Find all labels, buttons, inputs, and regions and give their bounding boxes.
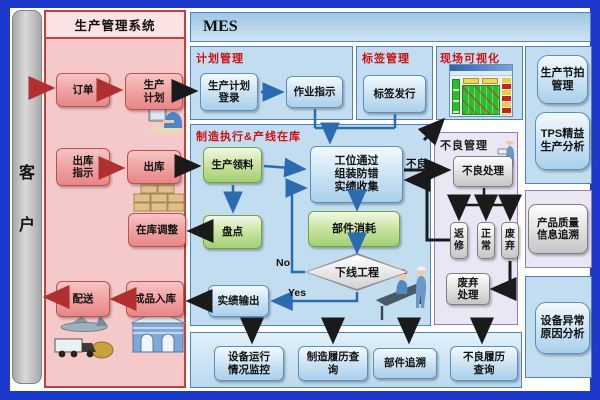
rework-box: 返 修 (450, 222, 468, 259)
finished-goods-box: 成品入库 (126, 281, 184, 317)
andon-titlebar (450, 65, 512, 71)
yes-label: Yes (288, 287, 307, 299)
order-box: 订单 (56, 73, 110, 107)
production-plan-box: 生产 计划 (125, 73, 183, 110)
scrap-box: 废 弃 (501, 222, 519, 259)
andon-board-image (449, 64, 513, 117)
label-issue-box: 标签发行 (363, 75, 426, 113)
plan-mgmt-title: 计划管理 (196, 53, 244, 65)
assembly-line-image (376, 266, 427, 320)
normal-box: 正 常 (477, 222, 495, 259)
warehouse-image (130, 310, 186, 353)
stock-adjustment-box: 在库调整 (128, 213, 186, 247)
defect-mgmt-title: 不良管理 (440, 140, 488, 152)
station-collection-box: 工位通过 组装防错 实绩收集 (310, 146, 403, 203)
delivery-box: 配送 (56, 281, 110, 317)
stocktaking-box: 盘点 (203, 215, 262, 249)
defect-history-box: 不良履历 查询 (450, 346, 518, 381)
no-label: No (276, 257, 290, 269)
result-output-box: 实绩输出 (208, 285, 269, 317)
production-mgmt-header: 生产管理系统 (44, 10, 186, 39)
airplane-truck-image (54, 315, 114, 359)
work-instruction-box: 作业指示 (286, 76, 343, 108)
label-mgmt-title: 标签管理 (362, 53, 410, 65)
scrap-disposal-box: 废弃 处理 (446, 273, 490, 305)
equipment-monitoring-box: 设备运行 情况监控 (214, 346, 284, 381)
site-visualization-title: 现场可视化 (440, 53, 500, 65)
mfg-history-box: 制造履历查 询 (298, 346, 368, 381)
tps-analysis-box: TPS精益 生产分析 (535, 112, 590, 170)
plan-registration-box: 生产计划 登录 (200, 73, 258, 111)
andon-menubar (450, 71, 512, 76)
material-picking-box: 生产领料 (203, 147, 262, 183)
stacked-cartons-image (133, 184, 185, 212)
andon-indicator-column (502, 78, 511, 115)
outbound-instruction-box: 出库 指示 (56, 148, 110, 186)
customer-bar: 客 户 (12, 10, 42, 384)
mes-title: MES (203, 18, 238, 35)
defect-handling-box: 不良处理 (453, 156, 513, 187)
takt-mgmt-box: 生产节拍 管理 (537, 55, 588, 104)
mes-header: MES (190, 12, 591, 42)
customer-char-bottom: 户 (18, 217, 35, 234)
component-consumption-box: 部件消耗 (308, 211, 400, 247)
andon-header-cell (463, 78, 479, 84)
mfg-execution-title: 制造执行&产线在库 (196, 131, 301, 143)
andon-left-column (452, 79, 460, 114)
defective-label: 不良 (406, 158, 427, 170)
outbound-box: 出库 (127, 150, 181, 184)
production-mgmt-title: 生产管理系统 (74, 19, 156, 33)
equipment-abnormality-box: 设备异常 原因分析 (535, 302, 590, 354)
quality-trace-box: 产品质量 信息追溯 (528, 204, 588, 254)
andon-header-cell (482, 78, 498, 84)
customer-char-top: 客 (18, 165, 35, 182)
andon-status-grid (462, 85, 500, 115)
component-trace-box: 部件追溯 (373, 348, 437, 379)
